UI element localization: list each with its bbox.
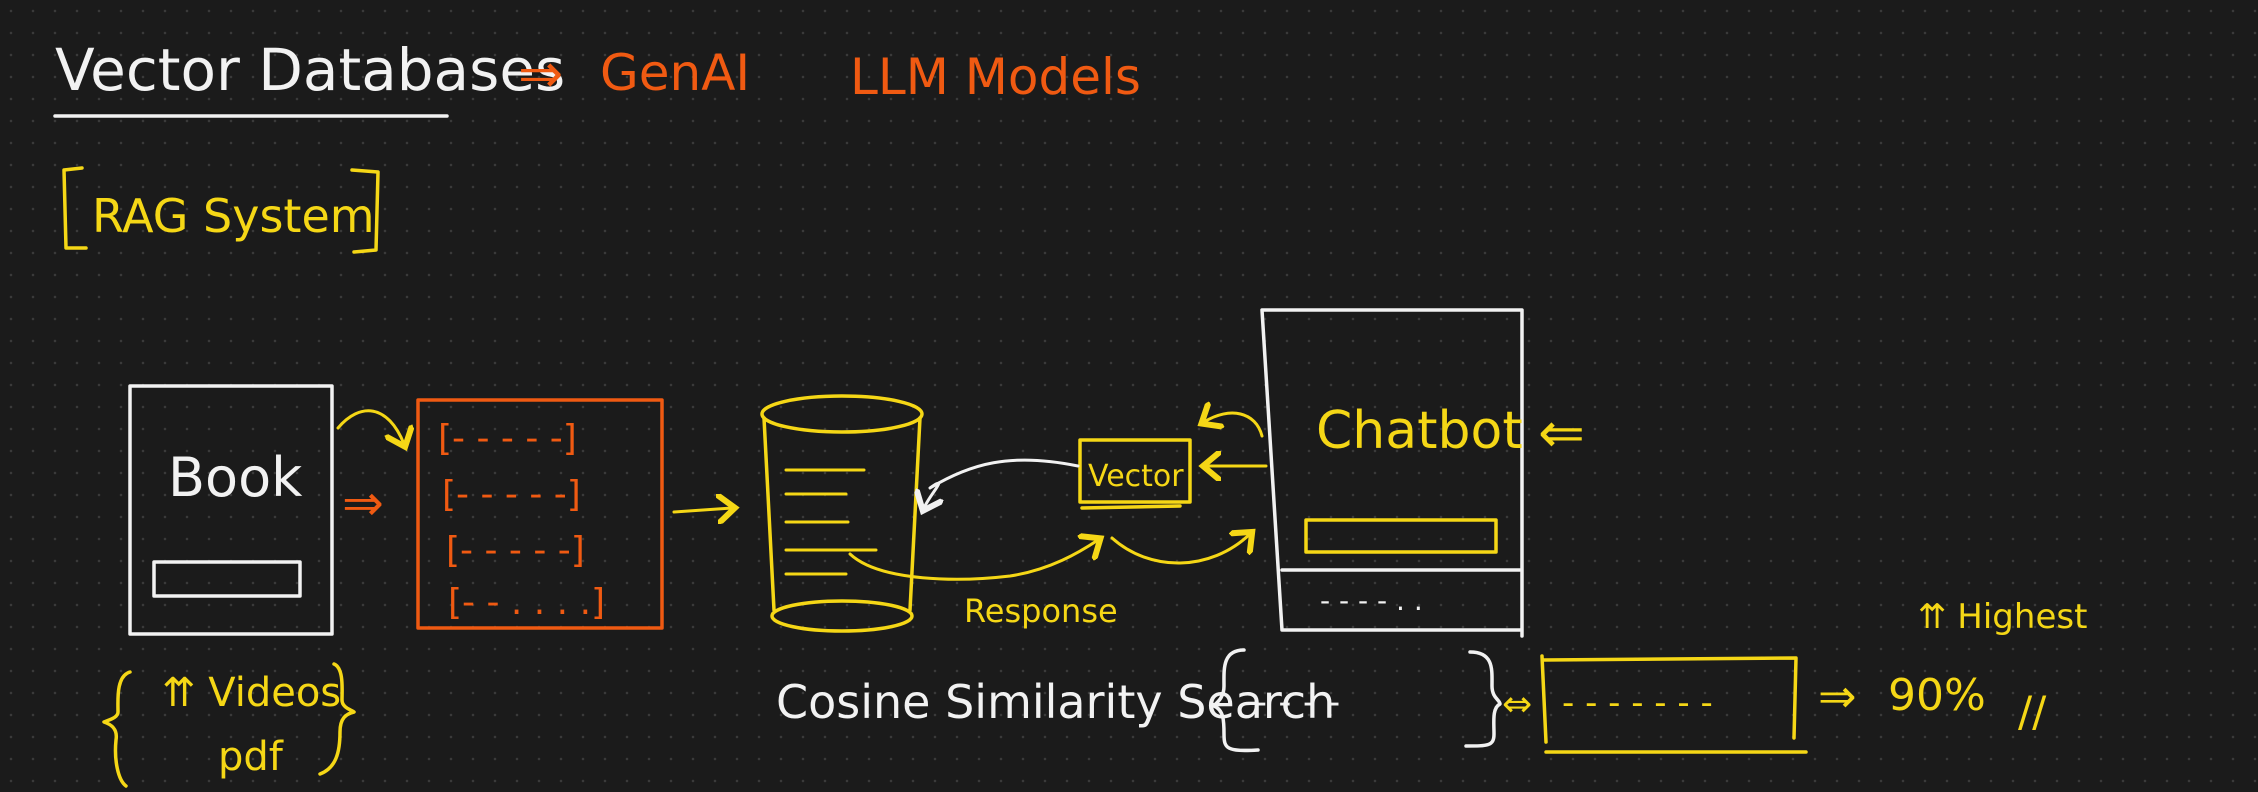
sources-brace-right — [318, 662, 356, 776]
chatbot-loop-arrow — [1204, 413, 1264, 438]
source-pdf: pdf — [218, 734, 284, 780]
book-to-chunks-arrow: ⇒ — [342, 474, 384, 532]
db-cylinder-bottom — [770, 599, 914, 633]
search-bracket-left — [1212, 648, 1260, 753]
search-bracket-content: - - - - — [1254, 682, 1340, 723]
search-bracket-right — [1464, 650, 1502, 748]
chatbot-input-arrow: ⇐ — [1538, 401, 1585, 466]
chunk-row: [- - - - -] — [442, 474, 581, 515]
sources-brace-left — [102, 670, 132, 788]
book-curve-arrow — [336, 409, 404, 444]
result-box — [1540, 654, 1808, 754]
highest-label: ⇈ Highest — [1918, 597, 2087, 637]
response-label: Response — [964, 592, 1118, 630]
rag-bracket-right — [350, 168, 380, 254]
result-box-content: - - - - - - - — [1562, 683, 1713, 723]
db-cylinder-body — [762, 416, 922, 612]
vector-underline — [1080, 504, 1182, 510]
response-arrow — [848, 540, 1098, 581]
vector-box — [1078, 438, 1192, 504]
result-arrow: ⇒ — [1818, 669, 1857, 723]
genai-label: GenAI — [600, 44, 750, 102]
chatbot-window — [1260, 308, 1524, 638]
query-arrow — [924, 458, 1080, 508]
book-label: Book — [168, 446, 303, 509]
score-mark: // — [2018, 687, 2047, 736]
llm-models-label: LLM Models — [850, 48, 1141, 106]
cosine-search-label: Cosine Similarity Search — [776, 675, 1335, 729]
book-spine-rect — [152, 560, 302, 598]
chunks-to-db-arrow — [672, 508, 732, 512]
implies-arrow: ⇒ — [518, 42, 563, 105]
chatbot-label: Chatbot — [1316, 401, 1523, 461]
chatbot-input-bar — [1304, 518, 1498, 554]
chatbot-footer-dots: - - - - . . — [1320, 584, 1423, 617]
source-videos: ⇈ Videos — [162, 670, 341, 716]
rag-bracket-left — [62, 166, 88, 250]
vector-to-chatbot-arrow — [1110, 534, 1250, 565]
rag-system-label: RAG System — [92, 189, 375, 243]
similarity-score: 90% — [1888, 670, 1986, 721]
chunk-row: [- - . . . .] — [448, 582, 605, 623]
search-double-arrow: ⇔ — [1502, 684, 1532, 725]
chunk-row: [- - - - -] — [446, 530, 585, 571]
chunk-row: [- - - - -] — [438, 418, 577, 459]
book-box — [128, 384, 334, 636]
vector-label: Vector — [1088, 459, 1184, 494]
chunks-box — [416, 398, 664, 630]
page-title: Vector Databases — [55, 36, 565, 104]
db-cylinder-top — [760, 394, 924, 434]
